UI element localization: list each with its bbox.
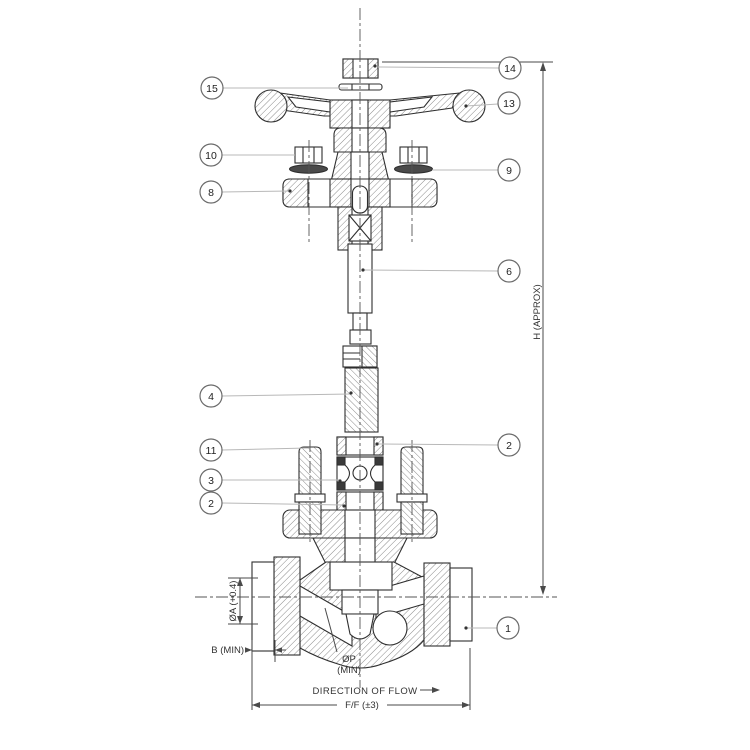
svg-text:3: 3 [208,475,214,487]
valve-body [251,556,473,669]
balloon-9: 9 [497,158,521,182]
svg-text:14: 14 [504,63,516,75]
label-dia-a: ØA (+0.4) [228,581,239,622]
dimension-h-approx [382,61,553,595]
label-dia-p-1: ØP [342,654,356,665]
balloon-13: 13 [497,91,521,115]
weld-end-left [251,561,275,652]
flow-direction-arrow [420,687,440,693]
dimension-ff [251,648,471,710]
svg-text:2: 2 [506,440,512,452]
svg-text:8: 8 [208,187,214,199]
eyebolt-nut-left [294,146,323,164]
balloon-2-right: 2 [497,433,521,457]
eyebolt-nut-right [399,146,428,164]
dimension-dia-a [228,577,258,625]
balloon-1: 1 [496,616,520,640]
handwheel-nut [342,58,379,79]
label-dia-p-2: (MIN) [337,665,361,676]
balloon-8: 8 [199,180,223,204]
svg-text:13: 13 [503,98,515,110]
label-b-min: B (MIN) [211,645,244,656]
balloon-14: 14 [498,56,522,80]
weld-end-right [449,567,473,642]
label-ff: F/F (±3) [345,700,379,711]
balloon-2-left: 2 [199,491,223,515]
svg-text:9: 9 [506,165,512,177]
svg-text:4: 4 [208,391,214,403]
yoke-column [337,185,383,251]
svg-text:1: 1 [505,623,511,635]
threaded-sleeve [344,367,379,433]
label-h-approx: H (APPROX) [532,284,543,339]
inlet-passage [299,585,353,647]
balloon-4: 4 [199,384,223,408]
svg-text:2: 2 [208,498,214,510]
dimension-dia-p-leader [324,607,338,653]
body-end-ring-left [273,556,301,656]
balloon-6: 6 [497,259,521,283]
plug-head [329,561,393,591]
label-flow-direction: DIRECTION OF FLOW [313,686,418,697]
body-end-ring-right [423,562,451,647]
balloon-11: 11 [199,438,223,462]
spring-washer-left [288,164,329,174]
stem-connector [342,345,378,368]
balloon-callouts: 15 10 8 4 11 3 2 14 [199,56,522,640]
dimension-b-min [245,640,286,662]
leader-dots [288,64,468,630]
svg-text:6: 6 [506,266,512,278]
spring-washer-right [393,164,434,174]
seat-ring [372,610,408,646]
svg-text:15: 15 [206,83,218,95]
leader-lines [221,66,500,629]
balloon-15: 15 [200,76,224,100]
balloon-3: 3 [199,468,223,492]
svg-text:11: 11 [206,445,217,457]
handwheel-washer [338,83,383,91]
handwheel [254,89,486,129]
svg-text:10: 10 [205,150,217,162]
balloon-10: 10 [199,143,223,167]
